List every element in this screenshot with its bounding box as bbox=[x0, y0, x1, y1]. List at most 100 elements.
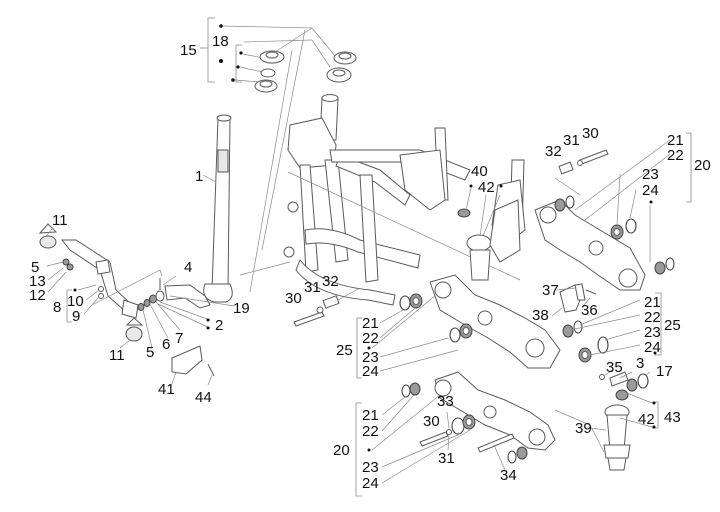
bullet bbox=[236, 65, 240, 69]
leader bbox=[171, 371, 177, 385]
spacer-32-icon bbox=[322, 295, 340, 309]
leader bbox=[447, 435, 450, 451]
leader bbox=[629, 189, 637, 219]
callout-44: 44 bbox=[195, 389, 212, 406]
bearing-set-group bbox=[200, 17, 357, 251]
callout-30: 30 bbox=[423, 413, 440, 430]
bracket-8 bbox=[66, 289, 72, 323]
bearing-icon bbox=[554, 198, 566, 212]
leader bbox=[274, 27, 313, 53]
leader bbox=[261, 29, 306, 251]
bearing-ring-inner bbox=[338, 52, 352, 60]
leader bbox=[162, 275, 177, 286]
leader bbox=[239, 66, 263, 73]
callout-23: 23 bbox=[642, 166, 659, 183]
bracket-20-lower bbox=[355, 402, 362, 497]
leader bbox=[554, 409, 605, 453]
swing-arm-eye bbox=[618, 268, 638, 288]
callout-24: 24 bbox=[362, 363, 379, 380]
circlip-icon bbox=[507, 450, 517, 464]
bullet bbox=[239, 51, 243, 55]
callout-15: 15 bbox=[180, 42, 197, 59]
callout-13: 13 bbox=[29, 273, 46, 290]
bullet bbox=[367, 448, 371, 452]
leader bbox=[371, 289, 443, 349]
swing-arm-lower bbox=[355, 371, 556, 497]
footrest-assembly bbox=[38, 223, 163, 349]
leader bbox=[381, 433, 461, 468]
leader bbox=[619, 417, 653, 428]
bullet bbox=[73, 288, 77, 292]
mount-boss bbox=[283, 246, 295, 258]
callout-17: 17 bbox=[656, 363, 673, 380]
leader bbox=[159, 301, 211, 321]
bullet bbox=[219, 59, 223, 63]
callout-25: 25 bbox=[336, 342, 353, 359]
frame-down-tube bbox=[299, 164, 319, 273]
leader bbox=[381, 396, 406, 416]
leader bbox=[311, 39, 331, 68]
callout-21: 21 bbox=[362, 407, 379, 424]
link-clamp bbox=[603, 444, 631, 459]
pivot-assembly bbox=[137, 275, 235, 386]
leader bbox=[556, 287, 577, 291]
callout-39: 39 bbox=[575, 420, 592, 437]
bullet bbox=[469, 184, 473, 188]
bracket-37-icon bbox=[574, 283, 586, 301]
swing-arm-eye bbox=[434, 281, 452, 299]
callout-labels: 15 18 1 11 5 13 12 8 10 9 4 19 2 7 6 5 1… bbox=[29, 33, 711, 492]
leader bbox=[589, 427, 607, 431]
bracket-20 bbox=[686, 132, 692, 203]
bolt-30-icon bbox=[293, 311, 325, 327]
leader bbox=[381, 429, 471, 484]
leader bbox=[603, 369, 613, 377]
pivot-bracket bbox=[489, 199, 521, 263]
leader bbox=[379, 349, 459, 372]
bracket-25-left bbox=[356, 317, 362, 379]
bearing-inner bbox=[462, 327, 470, 335]
callout-23: 23 bbox=[362, 349, 379, 366]
spring-icon bbox=[149, 294, 157, 304]
callout-31: 31 bbox=[304, 279, 321, 296]
washer-icon bbox=[98, 293, 104, 299]
rubber-mount-icon bbox=[125, 326, 143, 342]
seal-42-icon bbox=[615, 389, 629, 401]
leader bbox=[582, 297, 591, 307]
bearing-icon bbox=[626, 378, 638, 392]
callout-32: 32 bbox=[545, 143, 562, 160]
bullet bbox=[206, 326, 210, 330]
mount-boss bbox=[287, 201, 299, 213]
callout-3: 3 bbox=[636, 355, 644, 372]
leader bbox=[616, 173, 621, 226]
bullet bbox=[206, 318, 210, 322]
footrest-bracket-tab bbox=[95, 259, 111, 275]
leader bbox=[234, 79, 261, 83]
bullet bbox=[231, 78, 235, 82]
swing-arm-upper bbox=[534, 132, 692, 291]
callout-24: 24 bbox=[362, 475, 379, 492]
callout-21: 21 bbox=[667, 132, 684, 149]
leader bbox=[465, 187, 472, 211]
link-foot bbox=[607, 457, 627, 471]
callout-30: 30 bbox=[285, 290, 302, 307]
leader bbox=[157, 303, 211, 329]
leader bbox=[379, 309, 404, 324]
fork-tube-top bbox=[216, 114, 232, 122]
fork-tube-body bbox=[211, 117, 231, 291]
callout-43: 43 bbox=[664, 409, 681, 426]
head-tube-top bbox=[321, 94, 339, 102]
bearing-ring-inner bbox=[265, 51, 279, 59]
callout-35: 35 bbox=[606, 359, 623, 376]
circlip-icon bbox=[597, 336, 609, 354]
bearing-inner bbox=[613, 228, 621, 236]
callout-6: 6 bbox=[162, 336, 170, 353]
bearing-cup-inner bbox=[332, 69, 346, 77]
leader bbox=[569, 314, 641, 331]
leader bbox=[202, 174, 217, 183]
spring-icon bbox=[143, 299, 151, 307]
leader bbox=[493, 444, 506, 471]
leader bbox=[626, 392, 653, 404]
callout-20: 20 bbox=[694, 157, 711, 174]
callout-4: 4 bbox=[184, 259, 192, 276]
frame-cradle bbox=[295, 259, 396, 306]
